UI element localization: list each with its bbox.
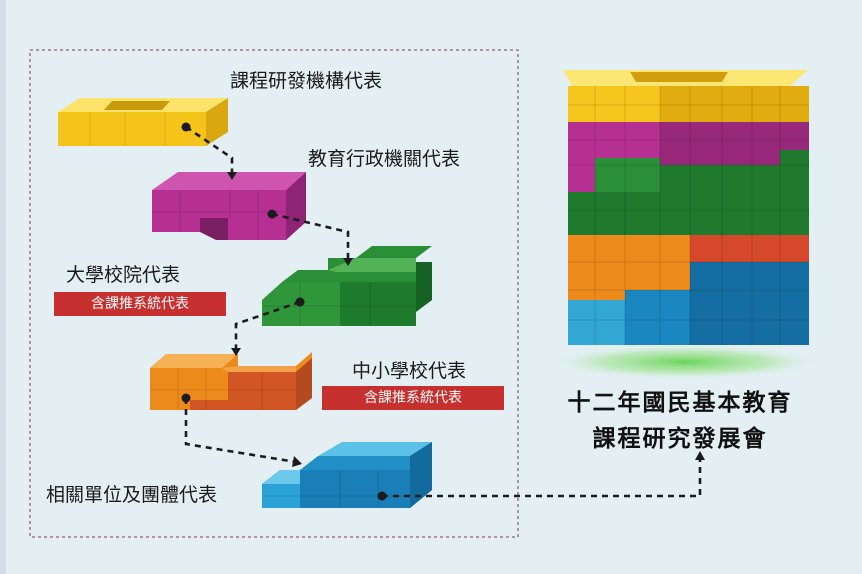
connector-green-orange xyxy=(234,300,301,352)
piece-yellow xyxy=(58,98,228,146)
label-education-admin-rep: 教育行政機關代表 xyxy=(308,148,461,170)
connectors xyxy=(184,125,702,498)
badge-school-course-system: 含課推系統代表 xyxy=(322,386,504,410)
tower-layer-green xyxy=(568,150,809,235)
connector-markers xyxy=(181,122,705,501)
piece-orange xyxy=(150,352,312,410)
group-frame xyxy=(29,49,519,538)
label-school-rep: 中小學校代表 xyxy=(352,360,467,382)
badge-university-course-system: 含課推系統代表 xyxy=(54,292,226,316)
tower-glow xyxy=(545,344,825,380)
left-edge-strip xyxy=(0,0,6,574)
label-curriculum-rep: 課程研發機構代表 xyxy=(230,70,383,92)
tower-title-line2: 課程研究發展會 xyxy=(592,426,768,452)
piece-blue xyxy=(262,442,432,508)
connector-orange-blue xyxy=(184,398,297,464)
tower-title-line1: 十二年國民基本教育 xyxy=(567,390,793,416)
label-organizations-rep: 相關單位及團體代表 xyxy=(46,484,218,506)
connector-magenta-green xyxy=(271,212,350,260)
piece-magenta xyxy=(152,172,306,240)
tower xyxy=(545,70,825,380)
connector-blue-tower xyxy=(382,458,702,498)
connector-yellow-magenta xyxy=(185,125,234,176)
label-university-rep: 大學校院代表 xyxy=(66,264,181,286)
